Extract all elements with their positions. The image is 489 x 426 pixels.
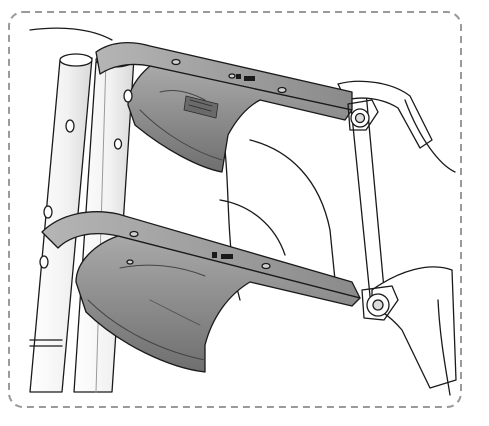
step-label-plate [183, 95, 219, 119]
step-slot-icon [212, 252, 233, 259]
rear-frame-leg [219, 80, 457, 389]
step-slot-icon [236, 74, 255, 81]
rivet-icon [126, 230, 271, 270]
hinge-pivot-lower [361, 285, 399, 321]
panel-frame [8, 11, 462, 408]
rivet-icon [171, 58, 287, 94]
pivot-bolt-icon [39, 89, 133, 269]
lower-step-bracket [41, 211, 361, 373]
upper-step-bracket [95, 41, 353, 173]
hinge-pivot-upper [347, 99, 379, 131]
